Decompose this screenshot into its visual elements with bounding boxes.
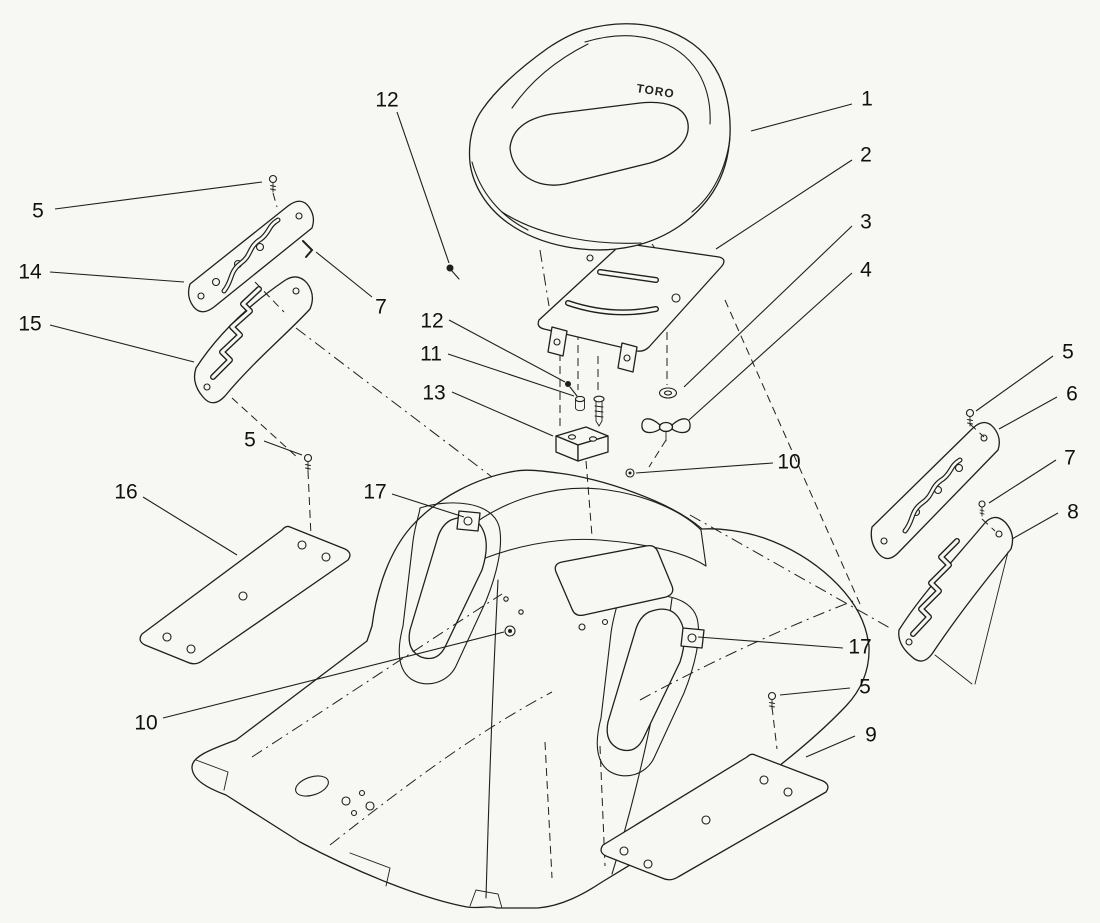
callout-12-leader-line: [448, 319, 566, 383]
callout-2-leader-line: [715, 159, 853, 250]
bolt-12-upper: [446, 264, 460, 280]
callout-4-label: 4: [860, 259, 872, 282]
callout-10-leader-line: [162, 631, 505, 719]
screw-5-mid: [303, 453, 313, 472]
callout-5-label: 5: [244, 429, 256, 452]
callout-15-leader-line: [49, 324, 195, 363]
callout-8-leader-line: [1011, 512, 1059, 540]
spacer-11: [574, 395, 586, 412]
callout-3-leader-line: [683, 225, 853, 388]
leader-lines: [49, 103, 1059, 758]
screw-vertical-12: [593, 395, 605, 427]
callout-10-label: 10: [777, 451, 800, 474]
callout-9-leader-line: [805, 735, 856, 758]
callout-5-leader-line: [263, 440, 303, 456]
callout-5-leader-line: [975, 355, 1054, 412]
push-nut-10: [625, 468, 635, 478]
callout-9-label: 9: [865, 724, 877, 747]
seat-mounting-plate: [537, 243, 725, 373]
callout-14-leader-line: [49, 271, 185, 283]
seat: TORO: [468, 23, 731, 251]
callout-4-leader-line: [688, 272, 853, 421]
callout-13-leader-line: [451, 391, 554, 437]
callout-5-leader-line: [54, 181, 263, 210]
callout-11-label: 11: [420, 343, 442, 366]
seat-belt-mount-left: [456, 510, 481, 532]
washer-3: [658, 387, 678, 399]
callout-10-label: 10: [134, 712, 157, 735]
fasteners: [446, 264, 691, 462]
callout-13-label: 13: [422, 382, 445, 405]
brand-logo: TORO: [636, 81, 676, 101]
right-upper-panel-6: [870, 421, 1000, 560]
callout-1-leader-line: [750, 103, 853, 132]
callout-15-label: 15: [18, 313, 41, 336]
callout-16-label: 16: [114, 481, 137, 504]
wing-nut-4: [641, 418, 691, 442]
callout-8-label: 8: [1067, 501, 1079, 524]
callout-17-label: 17: [363, 481, 386, 504]
callout-3-label: 3: [860, 211, 872, 234]
left-lower-bracket-15: [193, 276, 314, 404]
callout-17-label: 17: [848, 636, 871, 659]
screw-7-right: [978, 500, 986, 517]
screw-5-right: [965, 408, 975, 427]
callout-5-label: 5: [32, 200, 44, 223]
callout-7-label: 7: [1064, 447, 1076, 470]
callout-5-label: 5: [1062, 341, 1074, 364]
left-upper-panel-14: [187, 200, 315, 313]
callout-5-label: 5: [859, 676, 871, 699]
bolt-12-lower: [565, 381, 578, 397]
callout-14-label: 14: [18, 261, 42, 284]
callout-6-leader-line: [998, 396, 1058, 430]
retainer-pin-7-left: [302, 240, 314, 258]
callout-12-label: 12: [420, 310, 443, 333]
callout-12-leader-line: [396, 111, 450, 264]
callout-16-leader-line: [142, 496, 238, 556]
seat-belt-mount-right: [680, 627, 705, 649]
callout-1-label: 1: [861, 88, 873, 111]
screw-5-left: [268, 174, 278, 193]
callout-11-leader-line: [447, 353, 575, 397]
callout-2-label: 2: [860, 144, 872, 167]
callout-6-label: 6: [1066, 383, 1078, 406]
callout-10-leader-line: [635, 462, 774, 474]
right-lower-bracket-8: [898, 516, 1014, 662]
callout-7-leader-line: [315, 251, 373, 298]
callout-5-leader-line: [779, 687, 851, 696]
right-floor-panel-9: [600, 753, 829, 881]
left-floor-panel-16: [139, 525, 351, 665]
bracket-13: [555, 426, 609, 462]
screw-5-bottom-right: [767, 691, 777, 710]
callout-17-leader-line: [391, 493, 465, 518]
callout-7-leader-line: [988, 459, 1057, 504]
ring-fitting-10: [504, 625, 516, 637]
callout-7-label: 7: [375, 296, 387, 319]
callout-17-leader-line: [697, 636, 844, 649]
callout-12-label: 12: [375, 89, 398, 112]
